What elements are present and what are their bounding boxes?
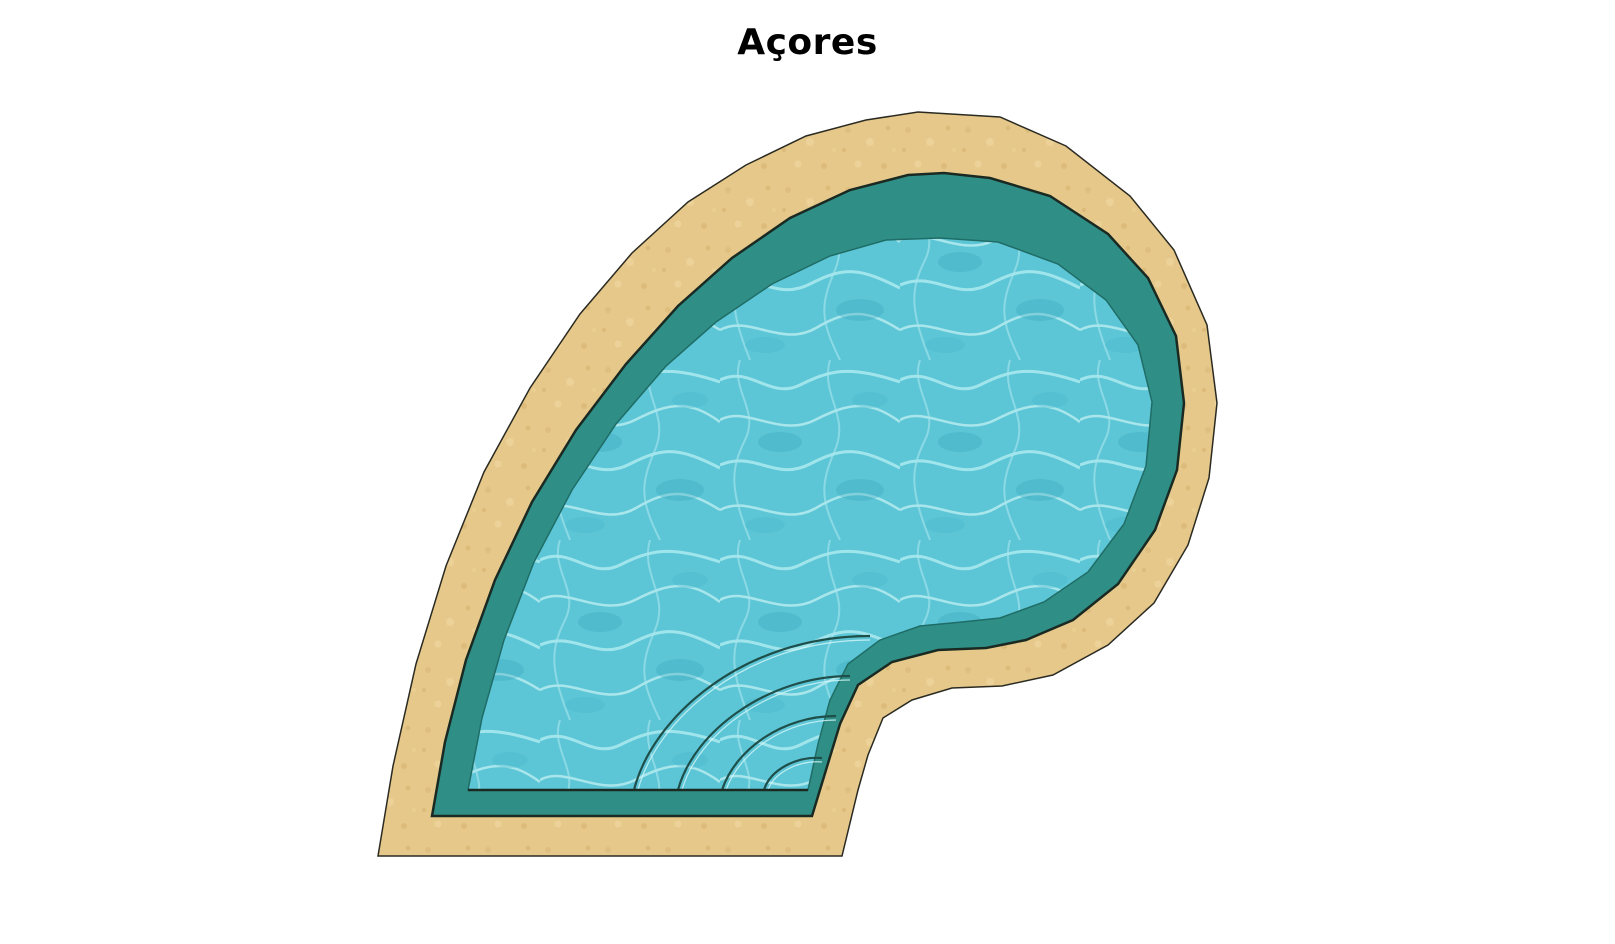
- step-4: [762, 756, 823, 791]
- step-3: [720, 714, 837, 791]
- pool-water: [467, 237, 1153, 791]
- step-1: [632, 634, 871, 791]
- pool-steps-highlight: [637, 639, 871, 791]
- diagram-title: Açores: [737, 22, 878, 63]
- step-2: [676, 674, 851, 791]
- pool-steps: [632, 634, 871, 791]
